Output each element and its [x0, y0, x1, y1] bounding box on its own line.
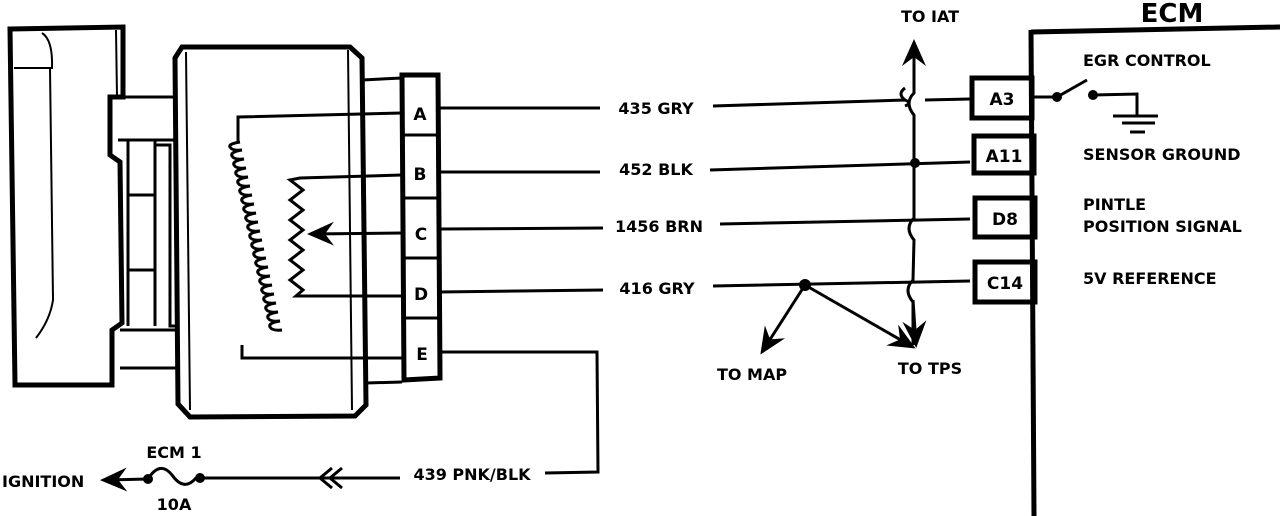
pin-d8: [972, 195, 1038, 240]
ground-icon: [1113, 114, 1158, 134]
wire-a-circuit: 435 GRY: [618, 99, 694, 118]
fuse-rating: 10A: [157, 495, 192, 514]
bus-iat-tps: TO IAT TO TPS: [898, 7, 962, 378]
sensor-ground-label: SENSOR GROUND: [1083, 145, 1241, 164]
terminal-c: C: [415, 225, 427, 245]
splice-dot: [910, 158, 920, 168]
wire-a: 435 GRY: [440, 86, 971, 118]
ecm-title: ECM: [1141, 0, 1204, 29]
fuse-icon: [143, 467, 205, 486]
ignition-label: IGNITION: [2, 472, 84, 491]
terminal-a: A: [413, 105, 427, 125]
position-signal-label: POSITION SIGNAL: [1083, 217, 1242, 236]
wire-b-circuit: 452 BLK: [619, 160, 693, 179]
5v-reference-label: 5V REFERENCE: [1083, 269, 1217, 288]
ecm: ECM A3 A11 D8 C14 EGR CONTROL SENSOR GRO…: [969, 0, 1280, 516]
pintle-label: PINTLE: [1083, 195, 1146, 214]
pin-c14-label: C14: [987, 274, 1023, 294]
potentiometer-icon: [286, 173, 403, 298]
pin-c14: [972, 259, 1038, 305]
coil-icon: [228, 111, 403, 360]
wire-e: 439 PNK/BLK ECM 1 10A IGNITION: [2, 350, 600, 514]
pin-a3: [969, 75, 1035, 121]
terminal-d: D: [414, 285, 428, 305]
egr-switch-icon: [1034, 78, 1139, 115]
to-tps-label: TO TPS: [898, 359, 962, 378]
wire-e-circuit: 439 PNK/BLK: [413, 465, 531, 484]
to-map-label: TO MAP: [717, 365, 787, 384]
wire-d-circuit: 416 GRY: [619, 279, 695, 298]
pin-a11: [971, 133, 1037, 176]
pin-a11-label: A11: [986, 147, 1023, 167]
wire-c-circuit: 1456 BRN: [615, 217, 703, 236]
branch-map: TO MAP: [717, 279, 916, 384]
wire-b: 452 BLK: [440, 160, 971, 179]
egr-connector: A B C D E: [399, 72, 443, 383]
terminal-b: B: [414, 165, 427, 185]
pin-d8-label: D8: [992, 210, 1018, 230]
pin-a3-label: A3: [990, 90, 1015, 110]
wire-d: 416 GRY: [439, 279, 971, 298]
fuse-name: ECM 1: [146, 443, 201, 462]
egr-control-label: EGR CONTROL: [1083, 51, 1211, 70]
wire-c: 1456 BRN: [439, 217, 971, 236]
to-iat-label: TO IAT: [901, 7, 959, 26]
egr-solenoid-body: [172, 44, 403, 420]
egr-valve-base: [7, 24, 176, 388]
terminal-e: E: [416, 345, 428, 365]
